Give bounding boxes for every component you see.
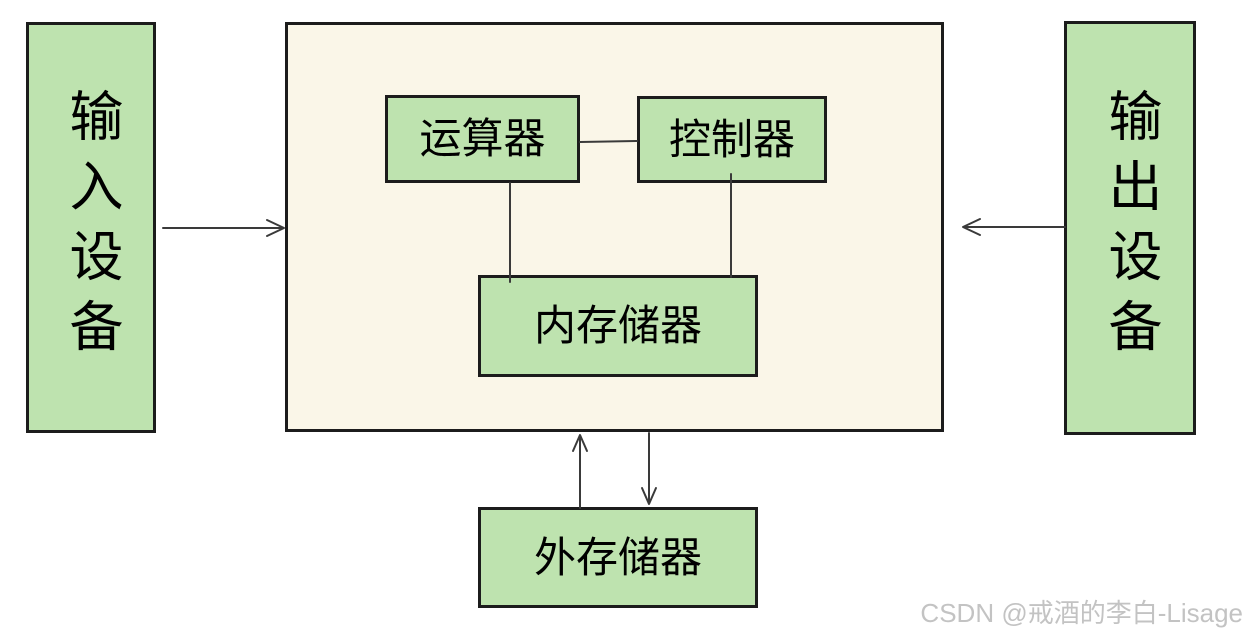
main-memory-label: 内存储器 bbox=[533, 302, 702, 349]
node-alu: 运算器 bbox=[385, 95, 580, 183]
arrowhead-right-icon bbox=[266, 219, 285, 237]
watermark-text: CSDN @戒酒的李白-Lisage bbox=[920, 598, 1243, 628]
node-control-unit: 控制器 bbox=[637, 96, 827, 183]
control-unit-label: 控制器 bbox=[668, 115, 795, 163]
arrowhead-down-icon bbox=[641, 487, 657, 505]
external-storage-label: 外存储器 bbox=[533, 533, 702, 581]
arrowhead-left-icon bbox=[962, 218, 981, 236]
output-device-label: 输出设备 bbox=[1100, 88, 1160, 368]
input-device-label: 输入设备 bbox=[61, 87, 121, 368]
node-main-memory: 内存储器 bbox=[478, 275, 758, 377]
node-output-device: 输出设备 bbox=[1064, 21, 1196, 435]
alu-label: 运算器 bbox=[419, 115, 546, 162]
node-external-storage: 外存储器 bbox=[478, 507, 758, 608]
node-input-device: 输入设备 bbox=[26, 22, 156, 433]
arrowhead-up-icon bbox=[572, 434, 588, 452]
